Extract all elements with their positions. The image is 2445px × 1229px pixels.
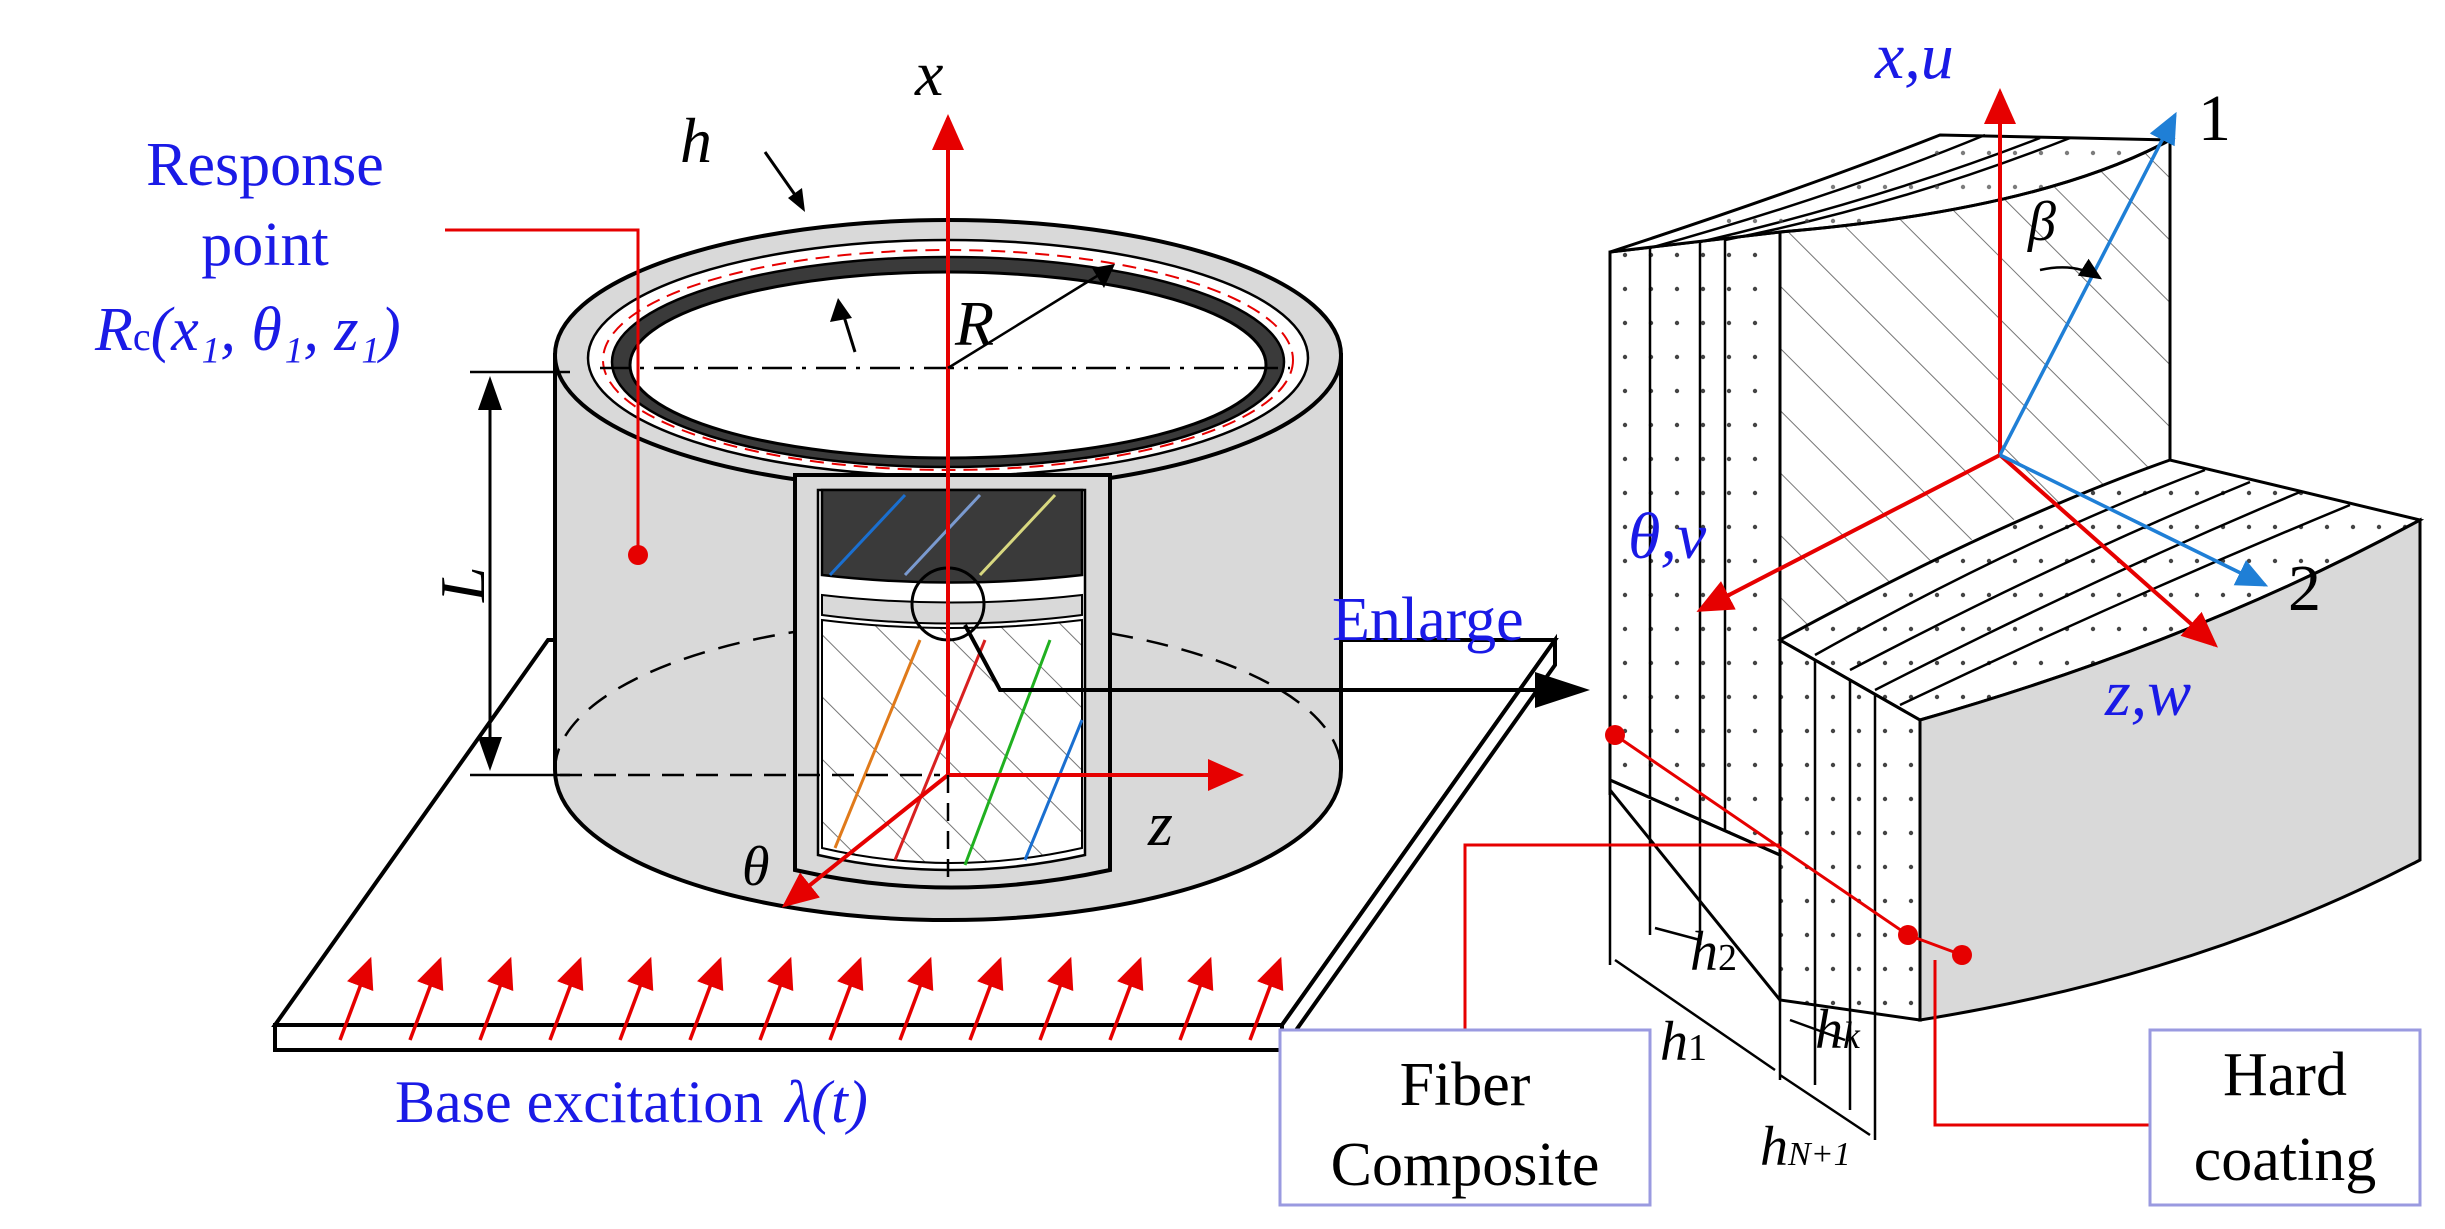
thickness-h1-label: h1: [1660, 1011, 1707, 1073]
fiber-composite-line2: Composite: [1331, 1131, 1600, 1199]
enlarge-label: Enlarge: [1332, 586, 1524, 654]
left-axis-x-label: x: [914, 38, 943, 109]
fiber-composite-line1: Fiber: [1400, 1051, 1531, 1119]
right-axis-xu-label: x,u: [1874, 20, 1954, 93]
hN-base: h: [1760, 1116, 1788, 1178]
h2-base: h: [1690, 921, 1718, 983]
response-point-R: R: [94, 296, 133, 364]
lambda-label: λ(t): [783, 1069, 868, 1135]
response-label-line1: Response: [146, 131, 384, 199]
hk-base: h: [1815, 999, 1843, 1061]
response-point-args: (x₁, θ₁, z₁): [151, 296, 401, 364]
base-excitation-text: Base excitation: [395, 1069, 763, 1135]
response-point-marker: [445, 228, 648, 565]
fiber-axis-2-label: 2: [2288, 552, 2321, 625]
left-axes: [560, 114, 1244, 908]
thickness-dimensions: [1608, 790, 1877, 1140]
dimension-R-label: R: [954, 288, 994, 359]
fiber-composite-box: [1278, 1028, 1652, 1207]
angle-beta-label: β: [2027, 191, 2056, 253]
right-axis-zw-label: z,w: [2104, 657, 2191, 730]
hard-coating-line2: coating: [2194, 1126, 2377, 1194]
dimension-h-R: [763, 151, 1115, 370]
hard-coating-line1: Hard: [2223, 1041, 2347, 1109]
hN-sub: N+1: [1787, 1136, 1851, 1173]
left-axis-theta-label: θ: [742, 836, 770, 898]
response-point-coords: Rc(x₁, θ₁, z₁): [94, 296, 401, 364]
right-axis-theta-v-label: θ,v: [1628, 500, 1707, 573]
hard-coating-box: [2148, 1028, 2422, 1207]
thickness-hk-label: hk: [1815, 999, 1861, 1061]
thickness-h2-label: h2: [1690, 921, 1737, 983]
h2-sub: 2: [1718, 937, 1737, 979]
dimension-L: [470, 370, 570, 777]
hk-sub: k: [1843, 1015, 1861, 1057]
base-excitation-label: Base excitation λ(t): [395, 1069, 868, 1135]
response-point-sub: c: [133, 314, 151, 359]
left-axis-z-label: z: [1147, 788, 1173, 859]
coating-leader: [1907, 933, 2150, 1127]
laminate-block: [1608, 133, 2425, 1022]
enlarge-arrow: [963, 624, 1590, 708]
right-axes: [1696, 88, 2269, 648]
fiber-axis-1-label: 1: [2198, 82, 2231, 155]
dimension-h-label: h: [680, 105, 712, 176]
h1-sub: 1: [1688, 1027, 1707, 1069]
thickness-hN-label: hN+1: [1760, 1116, 1851, 1178]
h1-base: h: [1660, 1011, 1688, 1073]
dimension-L-label: L: [427, 566, 498, 603]
base-excitation-arrows: [338, 956, 1284, 1041]
cutaway-window: [793, 473, 1112, 890]
response-label-line2: point: [201, 211, 328, 279]
